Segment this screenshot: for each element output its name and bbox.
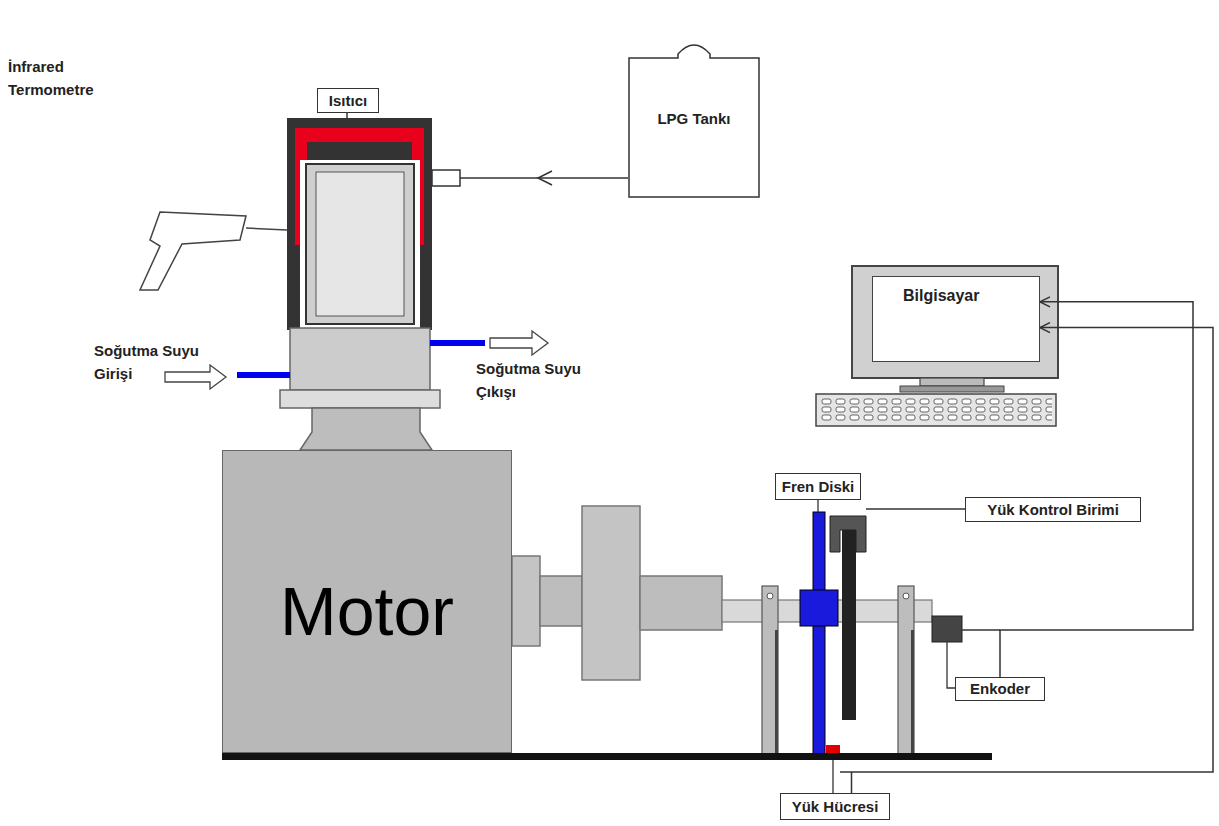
node-label: Isıtıcı — [329, 92, 367, 109]
thermometer-leader — [246, 228, 287, 230]
coolant-inlet-pipe — [237, 372, 290, 378]
node-label: Yük Kontrol Birimi — [987, 501, 1119, 518]
control-leader — [866, 508, 965, 509]
infrared-thermometer — [140, 212, 246, 290]
monitor-stand — [920, 378, 984, 386]
gas-fitting — [432, 170, 460, 186]
cylinder — [306, 164, 414, 324]
shaft-hub — [640, 576, 722, 630]
cylinder-gap — [300, 160, 420, 328]
node-label: Bilgisayar — [903, 287, 979, 304]
lpg-tank: LPG Tankı — [628, 44, 760, 198]
signal-line — [852, 328, 1214, 793]
outlet-arrow — [490, 331, 548, 355]
cylinder-housing — [287, 118, 432, 330]
inlet-arrow — [165, 365, 226, 389]
monitor-base — [900, 386, 1004, 392]
computer-screen: Bilgisayar — [872, 276, 1040, 362]
engine-body: Motor — [222, 450, 512, 753]
coupling — [540, 576, 582, 626]
node-label: Yük Hücresi — [792, 798, 879, 815]
brake-caliper-plate — [842, 522, 856, 720]
disc-leader — [817, 500, 818, 512]
monitor-frame — [852, 266, 1058, 378]
cylinder-liner — [316, 172, 404, 316]
load-cell-signal — [840, 771, 851, 773]
keyboard — [816, 394, 1056, 426]
node-label: Enkoder — [970, 680, 1030, 697]
water-jacket — [290, 328, 430, 390]
brake-disc-label-box: Fren Diski — [775, 473, 861, 500]
keyboard-keys — [820, 398, 1052, 422]
bearing-stand — [762, 586, 778, 756]
thermometer-label: İnfrared Termometre — [8, 56, 118, 101]
coolant-outlet-pipe — [430, 340, 485, 346]
heater-label-box: Isıtıcı — [317, 88, 379, 113]
engine-flange — [512, 556, 540, 646]
coolant-inlet-label: Soğutma Suyu Girişi — [94, 340, 214, 385]
encoder-label-box: Enkoder — [955, 677, 1045, 701]
brake-caliper — [830, 516, 866, 552]
node-label: LPG Tankı — [657, 110, 730, 198]
brake-disc — [813, 512, 825, 758]
encoder-signal — [962, 629, 1000, 631]
engine-label: Motor — [280, 572, 454, 650]
lpg-line — [460, 177, 628, 179]
load-cell-label-box: Yük Hücresi — [780, 793, 890, 820]
encoder — [932, 616, 962, 642]
brake-hub — [800, 590, 838, 626]
node-label: Fren Diski — [782, 478, 855, 495]
base-plate — [222, 753, 992, 760]
flywheel — [582, 506, 640, 680]
engine-neck — [300, 408, 432, 450]
load-cell-leader — [832, 760, 833, 793]
flange-plate — [280, 390, 440, 408]
bearing-stand — [898, 586, 914, 756]
load-control-box: Yük Kontrol Birimi — [965, 497, 1141, 522]
coolant-outlet-label: Soğutma Suyu Çıkışı — [476, 358, 596, 403]
flow-arrow — [538, 171, 552, 185]
encoder-leader — [947, 642, 955, 688]
